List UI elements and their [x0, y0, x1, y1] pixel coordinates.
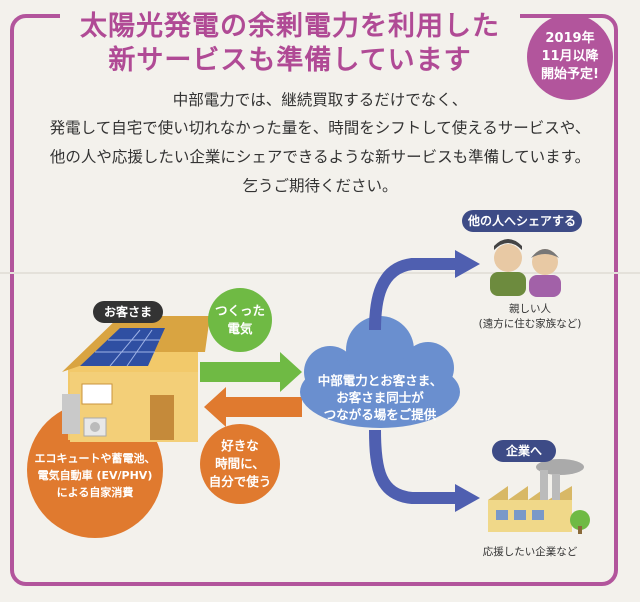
heading-line-1: 太陽光発電の余剰電力を利用した [60, 4, 520, 43]
arrowhead-up [455, 250, 480, 278]
share-target-line-2: (遠方に住む家族など) [478, 318, 582, 330]
heading-line-2: 新サービスも準備しています [80, 38, 500, 77]
intro-line-2: 発電して自宅で使い切れなかった量を、時間をシフトして使えるサービスや、 [49, 119, 591, 137]
people-icon [490, 239, 561, 297]
platform-line-1: 中部電力とお客さま、 [317, 373, 443, 388]
self-use-line-3: による自家消費 [56, 486, 134, 499]
generated-line-2: 電気 [227, 321, 253, 336]
company-label: 企業へ [492, 440, 556, 462]
company-target: 応援したい企業など [482, 546, 578, 558]
share-label: 他の人へシェアする [462, 210, 582, 232]
time-shift-line-1: 好きな [221, 438, 259, 453]
badge-line-3: 開始予定! [541, 67, 599, 82]
arrowhead-down [455, 484, 480, 512]
paper-fold [0, 272, 640, 274]
badge-line-2: 11月以降 [541, 49, 599, 64]
platform-line-3: つながる場をご提供 [323, 407, 437, 422]
orange-arrow [204, 387, 302, 427]
time-shift-circle: 好きな時間に、自分で使う [200, 424, 280, 504]
intro-line-1: 中部電力では、継続買取するだけでなく、 [172, 91, 468, 109]
platform-line-2: お客さま同士が [336, 390, 424, 405]
factory-icon [488, 459, 590, 534]
platform-text: 中部電力とお客さま、 お客さま同士が つながる場をご提供 [305, 372, 455, 423]
cloud-shape [300, 316, 460, 428]
house-icon [62, 316, 210, 442]
intro-line-3: 他の人や応援したい企業にシェアできるような新サービスも準備しています。 [49, 148, 591, 166]
green-arrow [200, 352, 302, 392]
intro-line-4: 乞うご期待ください。 [242, 177, 398, 195]
time-shift-line-2: 時間に、 [215, 456, 265, 471]
generated-line-1: つくった [214, 303, 265, 318]
badge-line-1: 2019年 [545, 31, 595, 46]
share-target-line-1: 親しい人 [509, 303, 551, 315]
self-use-text: エコキュートや蓄電池、 電気自動車 (EV/PHV) による自家消費 [30, 450, 160, 501]
time-shift-line-3: 自分で使う [208, 474, 272, 489]
start-date-badge: 2019年 11月以降 開始予定! [527, 14, 613, 100]
self-use-line-2: 電気自動車 (EV/PHV) [37, 469, 153, 482]
share-target: 親しい人 (遠方に住む家族など) [470, 302, 590, 332]
customer-label: お客さま [93, 301, 163, 323]
branch-arrows [369, 258, 455, 504]
self-use-line-1: エコキュートや蓄電池、 [34, 452, 156, 465]
generated-power-circle: つくった電気 [208, 288, 272, 352]
